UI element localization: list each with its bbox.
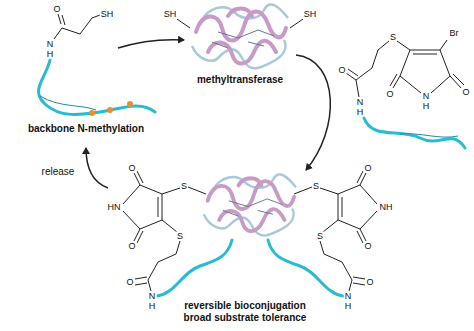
- atom-label: SH: [303, 10, 318, 19]
- atom-label: O: [461, 88, 470, 97]
- atom-label: HN: [107, 203, 122, 212]
- atom-label: H: [148, 302, 157, 311]
- caption-text: broad substrate tolerance: [183, 313, 308, 323]
- atom-label: O: [363, 164, 372, 173]
- atom-label: O: [127, 164, 136, 173]
- atom-label: SH: [100, 10, 115, 19]
- atom-label: O: [337, 66, 346, 75]
- atom-label: O: [125, 278, 134, 287]
- atom-label: S: [176, 232, 184, 241]
- atom-label: O: [363, 242, 372, 251]
- atom-label: H: [344, 302, 353, 311]
- atom-label: O: [52, 5, 61, 14]
- atom-label: S: [316, 232, 324, 241]
- atom-label: N: [422, 92, 431, 101]
- caption-text: reversible bioconjugation: [183, 301, 307, 311]
- atom-label: N: [356, 98, 365, 107]
- atom-label: H: [422, 102, 431, 111]
- caption-text: backbone N-methylation: [27, 124, 145, 134]
- atom-label: S: [180, 182, 188, 191]
- atom-label: H: [46, 50, 55, 59]
- atom-label: O: [127, 242, 136, 251]
- atom-label: N: [46, 40, 55, 49]
- atom-label: S: [389, 33, 397, 42]
- caption-text: methyltransferase: [196, 75, 284, 85]
- atom-label: NH: [379, 203, 394, 212]
- atom-label: N: [148, 292, 157, 301]
- atom-label: O: [385, 90, 394, 99]
- atom-label: H: [356, 108, 365, 117]
- atom-label: N: [344, 292, 353, 301]
- atom-label: Br: [449, 29, 460, 38]
- atom-label: O: [365, 278, 374, 287]
- atom-label: release: [41, 167, 76, 177]
- atom-label: S: [312, 182, 320, 191]
- atom-label: SH: [163, 10, 178, 19]
